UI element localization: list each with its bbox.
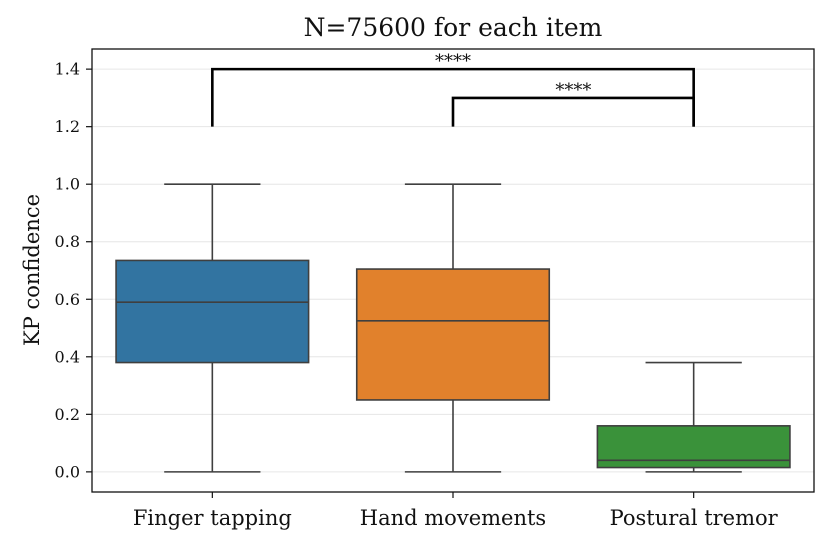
- box-iqr: [115, 259, 310, 364]
- bracket-line: [451, 96, 695, 127]
- y-tick-label: 1.4: [55, 60, 80, 79]
- box-iqr: [355, 268, 551, 401]
- y-tick-label: 1.0: [55, 175, 80, 194]
- y-tick-label: 0.8: [55, 232, 80, 251]
- y-axis-label: KP confidence: [20, 194, 44, 346]
- y-axis-ticks: 0.0 0.2 0.4 0.6 0.8 1.0 1.2 1.4: [55, 60, 92, 481]
- box-3: [596, 361, 791, 473]
- x-tick-label: Finger tapping: [133, 506, 292, 530]
- x-axis-ticks: Finger tapping Hand movements Postural tre…: [133, 492, 779, 530]
- y-tick-label: 0.6: [55, 290, 80, 309]
- y-tick-label: 0.4: [55, 347, 80, 366]
- box-series: [115, 183, 791, 473]
- box-1: [115, 183, 310, 473]
- y-tick-label: 0.2: [55, 405, 80, 424]
- significance-stars: ****: [555, 80, 591, 101]
- y-tick-label: 1.2: [55, 117, 80, 136]
- box-iqr: [596, 425, 791, 469]
- x-tick-label: Postural tremor: [610, 506, 779, 530]
- significance-bracket: ****: [451, 80, 695, 127]
- box-2: [355, 183, 551, 473]
- significance-brackets: **** ****: [211, 51, 695, 127]
- x-tick-label: Hand movements: [360, 506, 546, 530]
- chart-title: N=75600 for each item: [304, 13, 603, 42]
- significance-stars: ****: [435, 51, 471, 72]
- y-tick-label: 0.0: [55, 462, 80, 481]
